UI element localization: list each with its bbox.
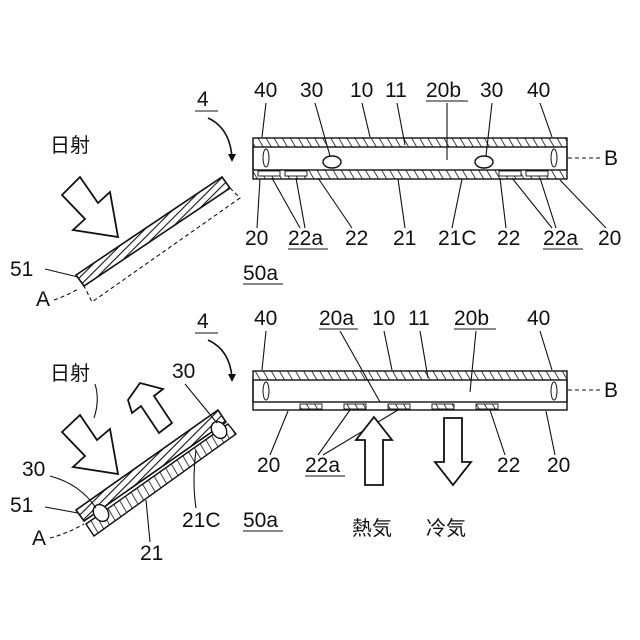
top-ref-B: B bbox=[604, 147, 618, 170]
bottom-ref-22: 22 bbox=[497, 454, 520, 477]
top-ref-22a-right: 22a bbox=[543, 227, 578, 250]
bottom-figure: 4 B 40 20a 10 11 20b bbox=[10, 307, 618, 565]
top-ref-20b: 20b bbox=[426, 79, 461, 102]
bottom-ref-51: 51 bbox=[10, 494, 33, 517]
bottom-ref-30-left: 30 bbox=[22, 458, 45, 481]
top-ref-20-right: 20 bbox=[598, 227, 621, 250]
top-ref-51: 51 bbox=[10, 258, 33, 281]
bottom-ref-11: 11 bbox=[408, 307, 430, 330]
bottom-ref-22a: 22a bbox=[305, 454, 340, 477]
top-ref-A: A bbox=[36, 288, 50, 311]
bottom-ref-50a: 50a bbox=[243, 509, 278, 532]
bottom-ref-20a: 20a bbox=[319, 307, 354, 330]
top-inclined-panel bbox=[76, 177, 240, 302]
top-ref-21: 21 bbox=[393, 227, 416, 250]
top-ref-30-right: 30 bbox=[480, 79, 503, 102]
cold-label: 冷気 bbox=[426, 516, 466, 540]
bottom-ref-21: 21 bbox=[140, 542, 163, 565]
bottom-reflect-arrow bbox=[128, 383, 172, 433]
heat-arrow bbox=[356, 417, 392, 485]
top-ref-10: 10 bbox=[350, 79, 373, 102]
top-ref-22a-left: 22a bbox=[288, 227, 323, 250]
top-ref-4: 4 bbox=[197, 88, 209, 111]
top-ref-20-left: 20 bbox=[245, 227, 268, 250]
bottom-ref-20-left: 20 bbox=[257, 454, 280, 477]
bottom-ref-20-right: 20 bbox=[547, 454, 570, 477]
top-ref-30-left: 30 bbox=[300, 79, 323, 102]
top-ref-22-left: 22 bbox=[345, 227, 368, 250]
bottom-ref-30-top: 30 bbox=[172, 360, 195, 383]
bottom-ref-10: 10 bbox=[372, 307, 395, 330]
bottom-horizontal-panel bbox=[253, 371, 567, 410]
top-sunlight-label: 日射 bbox=[50, 133, 90, 157]
bottom-ref-40-left: 40 bbox=[254, 307, 277, 330]
top-horizontal-panel bbox=[253, 138, 567, 179]
top-figure: 日射 51 A 4 B 40 30 bbox=[10, 79, 621, 311]
bottom-sunlight-label: 日射 bbox=[50, 361, 90, 385]
bottom-ref-A: A bbox=[32, 527, 46, 550]
top-ref-40-right: 40 bbox=[527, 79, 550, 102]
bottom-ref-20b: 20b bbox=[454, 307, 489, 330]
heat-label: 熱気 bbox=[352, 516, 392, 540]
bottom-sunlight-arrow bbox=[62, 415, 118, 474]
top-ref-21C: 21C bbox=[438, 227, 477, 250]
top-sunlight-arrow bbox=[62, 177, 118, 237]
bottom-ref-B: B bbox=[604, 379, 618, 402]
bottom-ref-21C: 21C bbox=[182, 509, 221, 532]
bottom-ref-40-right: 40 bbox=[527, 307, 550, 330]
top-ref-50a: 50a bbox=[243, 262, 278, 285]
top-ref-40-left: 40 bbox=[254, 79, 277, 102]
top-ref-22-right: 22 bbox=[497, 227, 520, 250]
top-ref-11: 11 bbox=[385, 79, 407, 102]
bottom-ref-4: 4 bbox=[197, 310, 209, 333]
cold-arrow bbox=[435, 418, 471, 485]
